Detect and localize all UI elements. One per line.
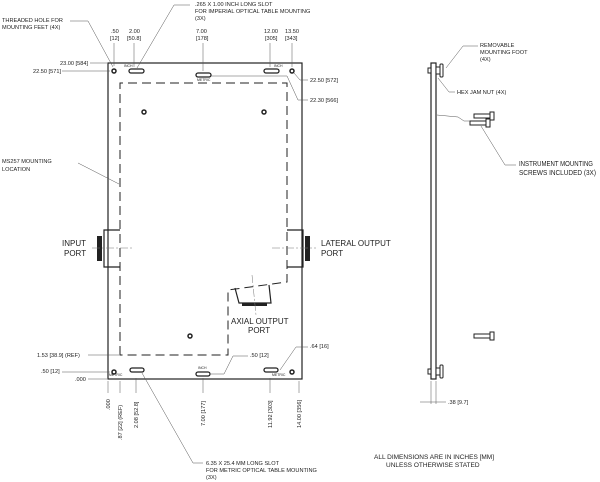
dim-064: .64 [16] — [310, 344, 329, 350]
slot-tag-metric: METRIC — [109, 373, 123, 377]
dim-top-200: [50.8] — [127, 36, 141, 42]
input-port — [92, 229, 133, 268]
slots — [128, 68, 280, 377]
dim-2230: 22.30 [566] — [310, 98, 338, 104]
input-port-label: PORT — [64, 249, 86, 258]
dim-2250-right: 22.50 [572] — [310, 78, 338, 84]
axial-port-label: AXIAL OUTPUT — [231, 317, 289, 326]
hex-nut-label: HEX JAM NUT (4X) — [457, 90, 506, 96]
dim-bottom-087: .87 [22] (REF) — [118, 405, 124, 440]
metric-slot-label: (3X) — [206, 475, 217, 481]
dimensions-note: UNLESS OTHERWISE STATED — [386, 462, 480, 469]
plate-outline — [107, 62, 303, 380]
imperial-slot-label: FOR IMPERIAL OPTICAL TABLE MOUNTING — [195, 9, 310, 15]
screws-label: INSTRUMENT MOUNTING — [519, 161, 593, 168]
dim-bottom-000: .000 — [106, 399, 112, 410]
slot-tag-inch: INCH — [274, 64, 283, 68]
metric-slot-label: 6.35 X 25.4 MM LONG SLOT — [206, 461, 280, 467]
thickness-dim: .38 [9.7] — [448, 400, 469, 406]
ms257-label: LOCATION — [2, 167, 30, 173]
dim-000-left: .000 — [75, 377, 86, 383]
dim-top-050: .50 — [111, 29, 119, 35]
dim-bottom-1400: 14.00 [356] — [297, 400, 303, 428]
dim-153: 1.53 [38.9] (REF) — [37, 353, 80, 359]
dim-top-1200: 12.00 — [264, 29, 278, 35]
lateral-port-label: LATERAL OUTPUT — [321, 239, 391, 248]
threaded-hole-label: THREADED HOLE FOR — [2, 18, 63, 24]
threaded-hole-label: MOUNTING FEET (4X) — [2, 25, 60, 31]
dim-top-050: [12] — [110, 36, 120, 42]
dim-bottom-700: 7.00 [177] — [201, 401, 207, 426]
dim-bottom-208: 2.08 [52.8] — [134, 401, 140, 428]
screws-label: SCREWS INCLUDED (3X) — [519, 170, 596, 177]
input-port-label: INPUT — [62, 239, 86, 248]
dim-2300: 23.00 [584] — [60, 61, 88, 67]
foot-label: (4X) — [480, 57, 491, 63]
dim-050-mid: .50 [12] — [250, 353, 269, 359]
foot-label: REMOVABLE — [480, 43, 515, 49]
imperial-slot-label: .265 X 1.00 INCH LONG SLOT — [195, 2, 273, 8]
dim-top-200: 2.00 — [129, 29, 140, 35]
axial-port-label: PORT — [248, 326, 270, 335]
axial-output-port — [234, 274, 272, 316]
lateral-port-label: PORT — [321, 249, 343, 258]
dim-050-left: .50 [12] — [41, 369, 60, 375]
dim-top-700: 7.00 — [196, 29, 207, 35]
slot-tag-inch: INCH — [198, 366, 207, 370]
dim-bottom-1192: 11.92 [303] — [268, 400, 274, 428]
ms257-label: MS257 MOUNTING — [2, 159, 52, 165]
mounting-holes — [111, 68, 295, 375]
dim-top-1200: [305] — [265, 36, 278, 42]
slot-tag-metric: METRIC — [272, 373, 286, 377]
dimensions-note: ALL DIMENSIONS ARE IN INCHES [MM] — [374, 454, 494, 461]
dim-top-700: [178] — [196, 36, 209, 42]
lateral-output-port — [272, 229, 316, 268]
metric-slot-label: FOR METRIC OPTICAL TABLE MOUNTING — [206, 468, 317, 474]
foot-label: MOUNTING FOOT — [480, 50, 528, 56]
dim-top-1350: 13.50 — [285, 29, 299, 35]
slot-tag-inch: INCH — [124, 64, 133, 68]
slot-tag-metric: METRIC — [197, 78, 211, 82]
dim-top-1350: [343] — [285, 36, 298, 42]
ms257-outline — [119, 82, 288, 356]
imperial-slot-label: (3X) — [195, 16, 206, 22]
side-view — [420, 45, 516, 404]
dim-2250-left: 22.50 [571] — [33, 69, 61, 75]
